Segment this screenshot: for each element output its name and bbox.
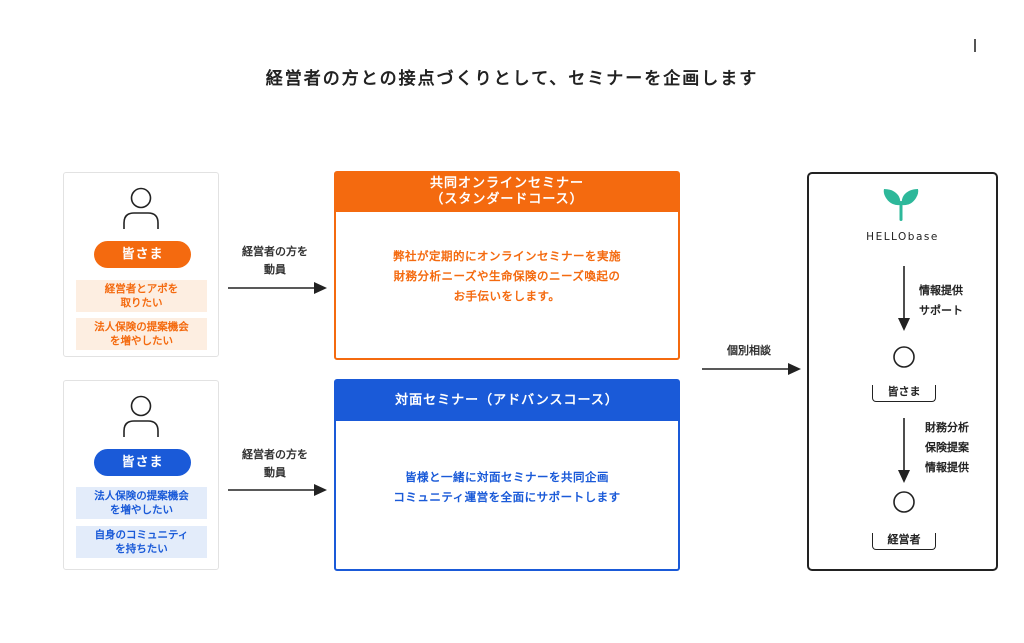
offer-label: 財務分析 保険提案 情報提供: [925, 421, 969, 474]
person-icon: [893, 346, 915, 368]
hellobase-panel: [807, 172, 998, 571]
need-item: 法人保険の提案機会 を増やしたい: [76, 318, 207, 350]
corner-divider: [974, 39, 976, 52]
person-icon: [893, 491, 915, 513]
person-icon: [123, 395, 159, 437]
mobilize-label: 経営者の方を 動員: [242, 245, 308, 276]
person-name-pill: 皆さま: [94, 241, 191, 268]
standard-seminar-box: 共同オンラインセミナー （スタンダードコース） 弊社が定期的にオンラインセミナー…: [334, 171, 680, 360]
right-arrow-icon: [702, 363, 801, 375]
seminar-description: 皆様と一緒に対面セミナーを共同企画 コミュニティ運営を全面にサポートします: [393, 470, 621, 504]
right-arrow-icon: [228, 484, 327, 496]
consultation-label: 個別相談: [727, 344, 771, 357]
top-person-card: 皆さま 経営者とアポを 取りたい 法人保険の提案機会 を増やしたい: [63, 172, 219, 357]
seminar-header: 対面セミナー（アドバンスコース）: [336, 381, 678, 421]
sprout-icon: [883, 189, 919, 221]
support-label: 情報提供 サポート: [919, 284, 963, 317]
bottom-person-card: 皆さま 法人保険の提案機会 を増やしたい 自身のコミュニティ を持ちたい: [63, 380, 219, 570]
down-arrow-icon: [898, 266, 910, 331]
mobilize-label: 経営者の方を 動員: [242, 448, 308, 479]
executive-person-label: 経営者: [872, 533, 936, 550]
advance-seminar-box: 対面セミナー（アドバンスコース） 皆様と一緒に対面セミナーを共同企画 コミュニテ…: [334, 379, 680, 571]
logo-wordmark: HELLObase: [866, 231, 939, 243]
down-arrow-icon: [898, 418, 910, 483]
need-item: 法人保険の提案機会 を増やしたい: [76, 487, 207, 519]
need-item: 自身のコミュニティ を持ちたい: [76, 526, 207, 558]
page-title: 経営者の方との接点づくりとして、セミナーを企画します: [265, 69, 759, 89]
need-item: 経営者とアポを 取りたい: [76, 280, 207, 312]
person-name-pill: 皆さま: [94, 449, 191, 476]
members-person-label: 皆さま: [872, 385, 936, 402]
right-arrow-icon: [228, 282, 327, 294]
seminar-description: 弊社が定期的にオンラインセミナーを実施 財務分析ニーズや生命保険のニーズ喚起の …: [393, 249, 621, 303]
seminar-header: 共同オンラインセミナー （スタンダードコース）: [336, 173, 678, 212]
person-icon: [123, 187, 159, 229]
